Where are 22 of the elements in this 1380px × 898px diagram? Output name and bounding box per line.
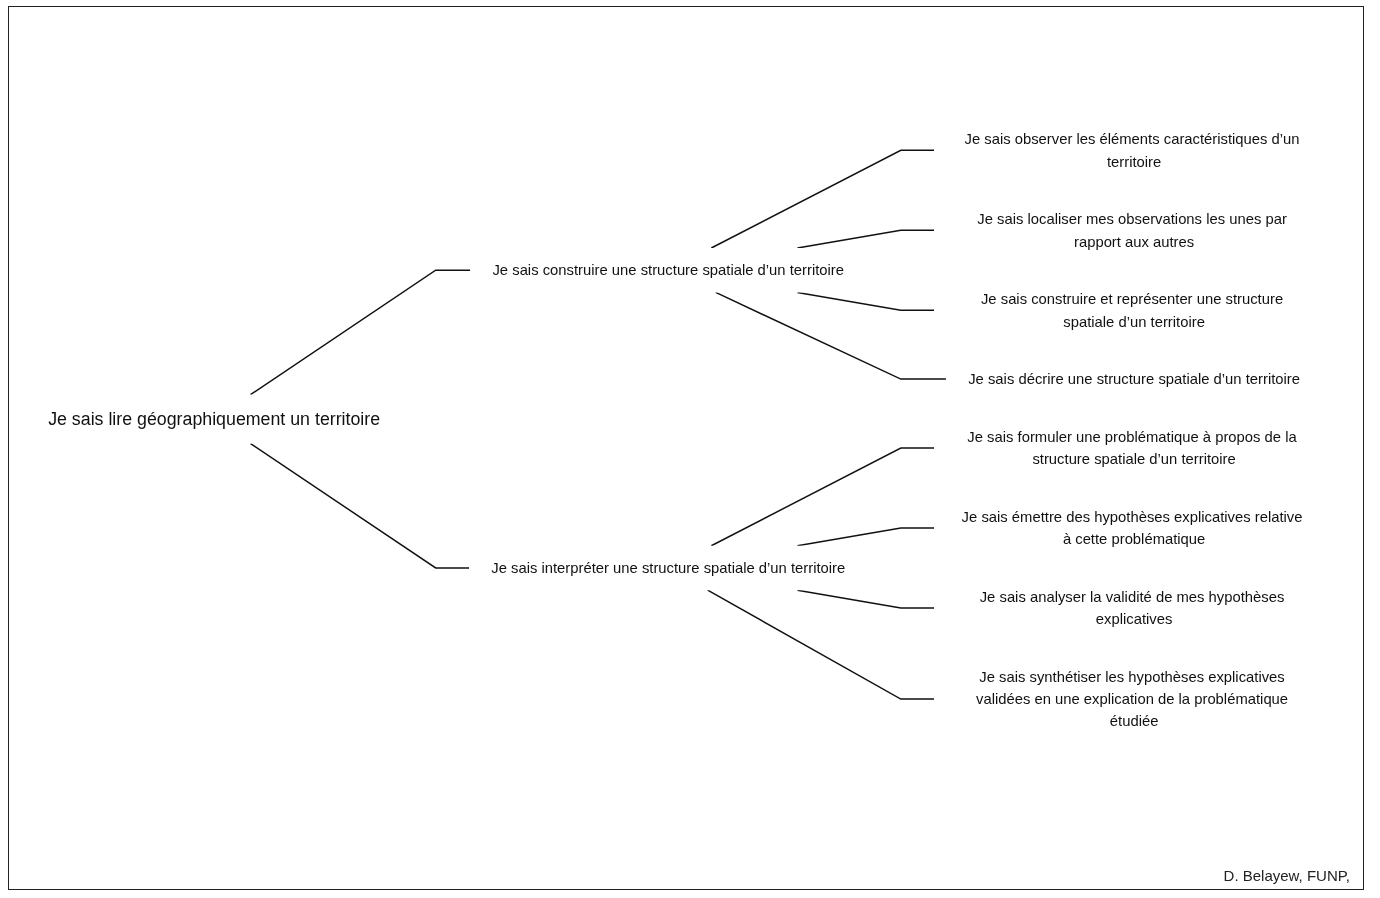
node-text: Je sais lire géographiquement un territoire	[48, 408, 381, 429]
node-text: Je sais interpréter une structure spatiale d’un territoire	[491, 559, 846, 576]
connector	[710, 447, 935, 547]
connector	[249, 442, 470, 569]
credit-text: D. Belayew, FUNP,	[1223, 867, 1350, 884]
node-text: Je sais formuler une problématique à propos de la structure spatiale d’un territoire	[967, 428, 1297, 468]
connector	[796, 229, 935, 249]
node-text: Je sais localiser mes observations les unes par rapport aux autres	[977, 210, 1287, 250]
node-text: Je sais analyser la validité de mes hypothèses explicatives	[979, 588, 1285, 627]
node-text: Je sais construire une structure spatiale d’un territoire	[492, 261, 845, 279]
node-text: Je sais observer les éléments caractéristiques d’un territoire	[964, 130, 1300, 170]
connector	[706, 589, 935, 700]
connector	[249, 269, 471, 396]
node-text: Je sais synthétiser les hypothèses explicatives validées en une explication de la problématique étudiée	[975, 668, 1289, 730]
connector	[710, 149, 935, 249]
connector	[796, 291, 935, 311]
connector	[796, 527, 935, 547]
node-text: Je sais construire et représenter une structure spatiale d’un territoire	[980, 290, 1284, 330]
node-text: Je sais émettre des hypothèses explicatives relative à cette problématique	[961, 508, 1303, 548]
node-text: Je sais décrire une structure spatiale d’un territoire	[968, 370, 1300, 388]
connector	[714, 291, 947, 380]
connector	[796, 589, 935, 609]
